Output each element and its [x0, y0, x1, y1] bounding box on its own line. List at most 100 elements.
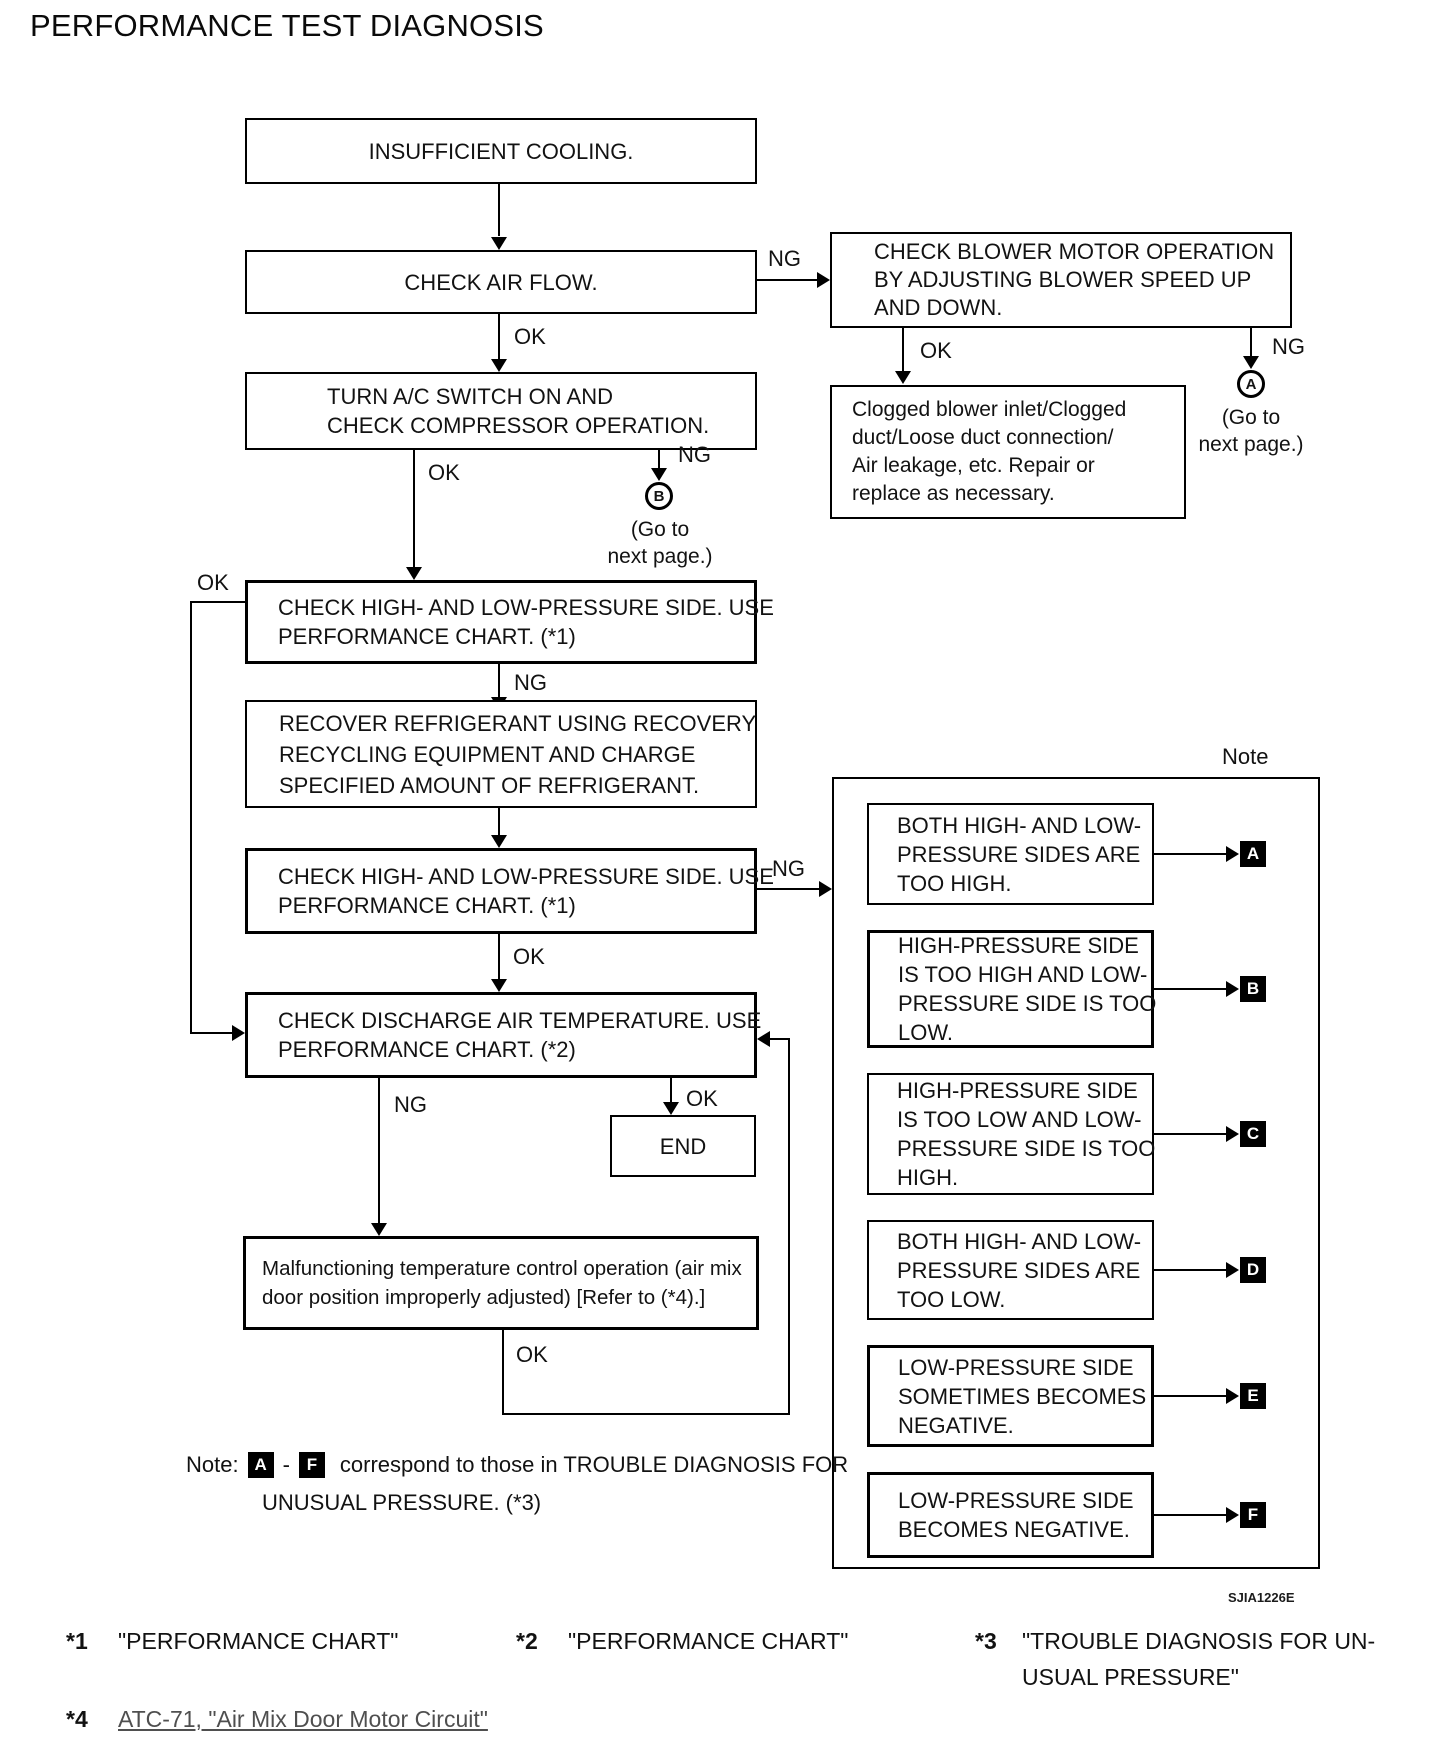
note-box-line: PRESSURE SIDES ARE — [897, 841, 1141, 867]
note-box-line: NEGATIVE. — [898, 1412, 1014, 1438]
arrow-head-down — [663, 1102, 679, 1115]
bottom-note-dash: - — [282, 1452, 290, 1477]
pressure-tag-b: B — [1240, 976, 1266, 1002]
flow-box-line: PERFORMANCE CHART. (*2) — [278, 1037, 576, 1062]
flow-box-check-blower-motor: CHECK BLOWER MOTOR OPERATION BY ADJUSTIN… — [830, 232, 1292, 328]
note-box-c: HIGH-PRESSURE SIDE IS TOO LOW AND LOW- P… — [867, 1073, 1156, 1195]
flow-box-recover-refrigerant: RECOVER REFRIGERANT USING RECOVERY RECYC… — [245, 700, 757, 808]
note-box-line: IS TOO LOW AND LOW- — [897, 1107, 1142, 1132]
arrow-line — [757, 279, 818, 281]
arrow-head-right — [1226, 981, 1239, 997]
arrow-head-right — [819, 881, 832, 897]
flow-box-check-pressure-2: CHECK HIGH- AND LOW-PRESSURE SIDE. USE P… — [245, 848, 774, 934]
edge-label-ok: OK — [516, 1342, 548, 1367]
flow-box-line: replace as necessary. — [852, 482, 1055, 505]
arrow-line — [413, 450, 415, 568]
flow-box-line: Clogged blower inlet/Clogged — [852, 398, 1127, 421]
flow-box-line: AND DOWN. — [874, 295, 1003, 320]
figure-code: SJIA1226E — [1228, 1590, 1295, 1605]
note-box-line: PRESSURE SIDES ARE — [897, 1257, 1141, 1283]
note-box-line: BOTH HIGH- AND LOW- — [897, 1228, 1142, 1254]
flow-box-line: SPECIFIED AMOUNT OF REFRIGERANT. — [279, 772, 700, 798]
flow-box-line: Air leakage, etc. Repair or — [852, 454, 1095, 477]
edge-label-ng: NG — [1272, 334, 1305, 359]
note-box-line: HIGH-PRESSURE SIDE — [898, 933, 1139, 958]
note-box-f: LOW-PRESSURE SIDE BECOMES NEGATIVE. — [867, 1472, 1154, 1558]
arrow-head-right — [1226, 1388, 1239, 1404]
note-box-line: PRESSURE SIDE IS TOO — [897, 1136, 1156, 1161]
pressure-tag-a-inline: A — [247, 1452, 274, 1478]
note-box-line: LOW-PRESSURE SIDE — [898, 1488, 1134, 1513]
edge-label-ng: NG — [772, 856, 805, 881]
arrow-head-right — [1226, 1126, 1239, 1142]
arrow-line — [498, 664, 500, 698]
note-box-line: HIGH-PRESSURE SIDE — [897, 1078, 1138, 1103]
note-box-line: LOW-PRESSURE SIDE — [898, 1354, 1134, 1380]
pressure-tag-e: E — [1240, 1383, 1266, 1409]
flow-box-clogged-blower: Clogged blower inlet/Clogged duct/Loose … — [830, 385, 1186, 519]
flow-box-line: CHECK HIGH- AND LOW-PRESSURE SIDE. USE — [278, 864, 774, 889]
arrow-line — [757, 888, 820, 890]
note-box-line: IS TOO HIGH AND LOW- — [898, 962, 1148, 987]
note-box-e: LOW-PRESSURE SIDE SOMETIMES BECOMES NEGA… — [867, 1345, 1154, 1447]
loop-line — [788, 1038, 790, 1415]
flow-box-line: RECOVER REFRIGERANT USING RECOVERY — [279, 710, 757, 736]
footnote-text-2: "PERFORMANCE CHART" — [568, 1628, 849, 1654]
flow-box-line: END — [659, 1133, 707, 1159]
arrow-line — [1154, 853, 1227, 855]
loop-line — [770, 1038, 790, 1040]
loop-line — [190, 1032, 233, 1034]
arrow-head-down — [371, 1223, 387, 1236]
pressure-tag-f-inline: F — [298, 1452, 325, 1478]
flow-box-line: Malfunctioning temperature control opera… — [262, 1257, 742, 1280]
loop-line — [502, 1330, 504, 1415]
footnote-link-air-mix-door-motor-circuit[interactable]: ATC-71, "Air Mix Door Motor Circuit" — [118, 1706, 488, 1732]
footnote-ref-1: *1 — [66, 1628, 88, 1654]
arrow-line — [498, 314, 500, 360]
goto-next-page-text: (Go to — [1221, 406, 1281, 429]
flow-box-line: RECYCLING EQUIPMENT AND CHARGE — [279, 741, 696, 767]
arrow-head-down — [491, 237, 507, 250]
note-box-d: BOTH HIGH- AND LOW- PRESSURE SIDES ARE T… — [867, 1220, 1154, 1320]
note-box-line: HIGH. — [897, 1165, 959, 1190]
edge-label-ng: NG — [394, 1092, 427, 1117]
arrow-head-down — [406, 567, 422, 580]
flow-box-line: PERFORMANCE CHART. (*1) — [278, 893, 576, 918]
loop-line — [190, 601, 192, 1034]
loop-line — [190, 601, 245, 603]
arrow-head-right — [1226, 846, 1239, 862]
goto-next-page-text: next page.) — [607, 545, 713, 568]
edge-label-ok: OK — [513, 944, 545, 969]
arrow-head-down — [895, 371, 911, 384]
flow-box-turn-ac-switch: TURN A/C SWITCH ON AND CHECK COMPRESSOR … — [245, 372, 757, 450]
flow-box-line: door position improperly adjusted) [Refe… — [262, 1286, 706, 1309]
arrow-line — [498, 808, 500, 836]
edge-label-ng: NG — [678, 442, 711, 467]
bottom-note-line2: UNUSUAL PRESSURE. (*3) — [262, 1490, 542, 1515]
arrow-line — [1154, 988, 1227, 990]
flow-box-end: END — [610, 1115, 756, 1177]
flow-box-check-air-flow: CHECK AIR FLOW. — [245, 250, 757, 314]
bottom-note-prefix: Note: — [186, 1452, 239, 1477]
arrow-head-right — [817, 272, 830, 288]
footnote-text-3-line1: "TROUBLE DIAGNOSIS FOR UN- — [1022, 1628, 1376, 1654]
loop-line — [502, 1413, 790, 1415]
flow-box-check-pressure-1: CHECK HIGH- AND LOW-PRESSURE SIDE. USE P… — [245, 580, 774, 664]
pressure-tag-d: D — [1240, 1257, 1266, 1283]
arrow-head-right — [1226, 1507, 1239, 1523]
arrow-line — [498, 934, 500, 980]
edge-label-ng: NG — [768, 246, 801, 271]
page-title: PERFORMANCE TEST DIAGNOSIS — [30, 8, 544, 43]
note-box-line: PRESSURE SIDE IS TOO — [898, 991, 1157, 1016]
goto-next-page-text: (Go to — [630, 518, 690, 541]
flow-box-malfunction: Malfunctioning temperature control opera… — [243, 1236, 759, 1330]
note-box-a: BOTH HIGH- AND LOW- PRESSURE SIDES ARE T… — [867, 803, 1154, 905]
flow-box-check-discharge: CHECK DISCHARGE AIR TEMPERATURE. USE PER… — [245, 992, 761, 1078]
note-box-line: BECOMES NEGATIVE. — [898, 1517, 1130, 1542]
footnote-ref-4: *4 — [66, 1706, 88, 1732]
goto-next-page-text: next page.) — [1198, 433, 1304, 456]
edge-label-ng: NG — [514, 670, 547, 695]
arrow-line — [1250, 328, 1252, 358]
note-box-line: TOO LOW. — [897, 1286, 1006, 1312]
pressure-tag-f: F — [1240, 1502, 1266, 1528]
